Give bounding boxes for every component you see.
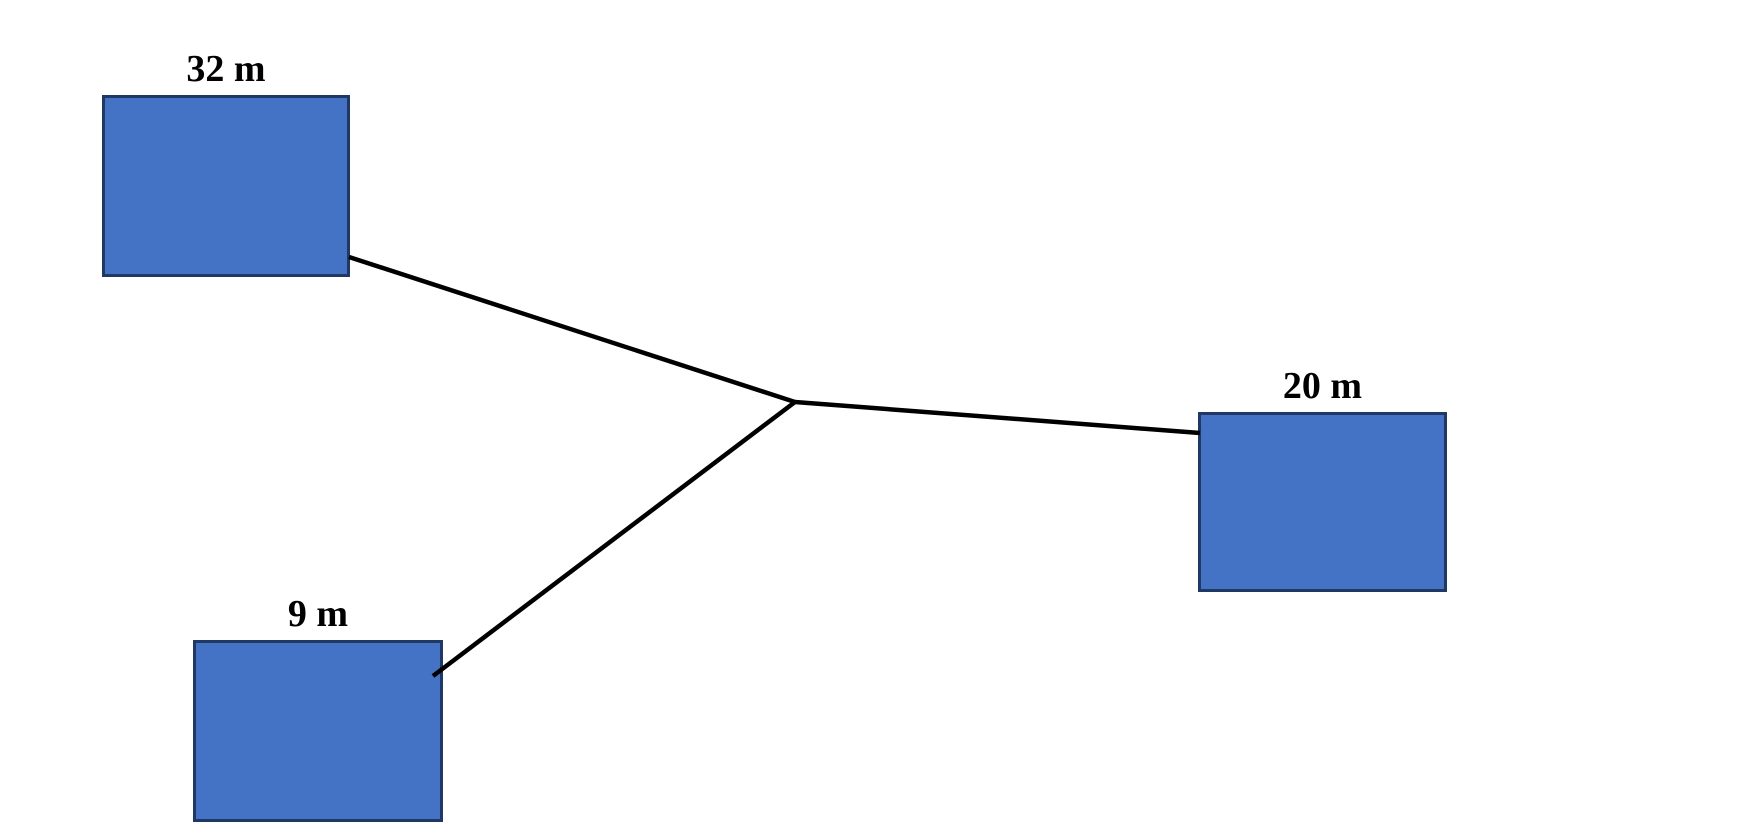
rectangle-9m — [193, 640, 443, 822]
connector-line-box-32m — [348, 254, 796, 405]
rectangle-32m-label: 32 m — [186, 48, 266, 90]
connector-line-box-9m — [431, 400, 797, 678]
rectangle-20m — [1198, 412, 1447, 592]
rectangle-20m-label: 20 m — [1282, 365, 1363, 407]
rectangle-32m — [102, 95, 350, 277]
connector-line-box-20m — [794, 399, 1201, 436]
rectangle-9m-label: 9 m — [287, 593, 349, 635]
